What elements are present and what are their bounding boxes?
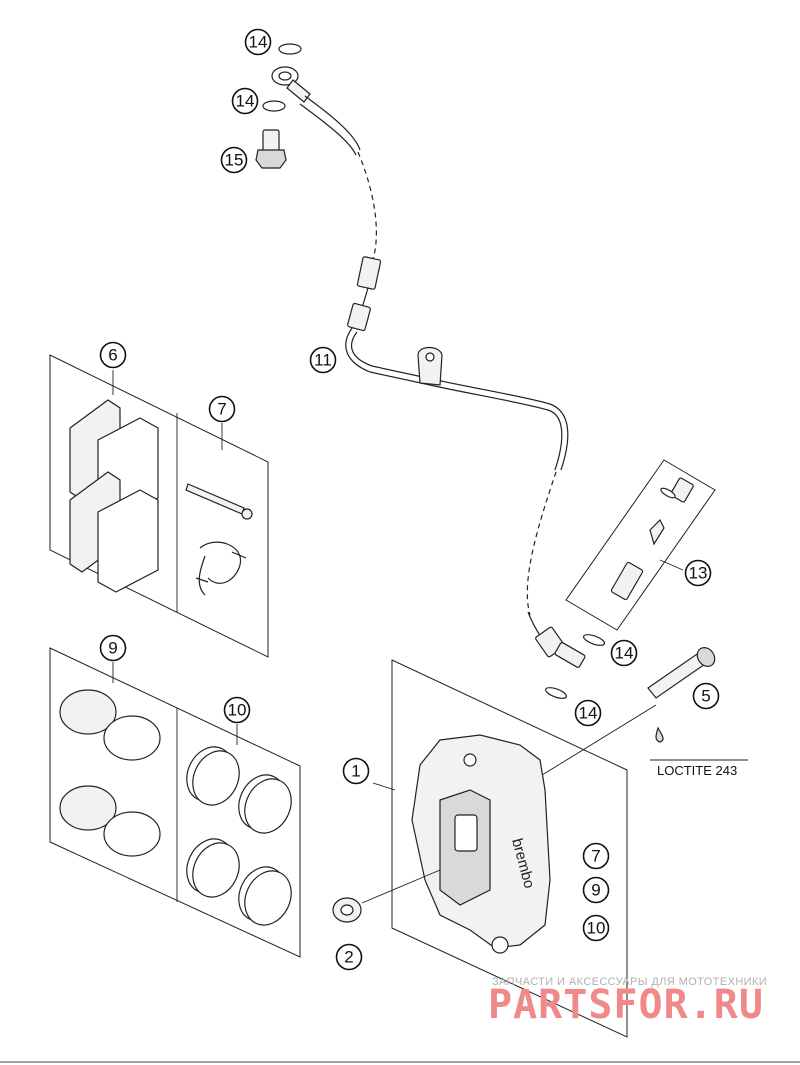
callout-9-pistons: 9 <box>99 634 127 662</box>
svg-text:2: 2 <box>344 948 353 967</box>
callout-14-lower-2: 14 <box>574 699 602 727</box>
loctite-drop-icon <box>655 726 664 743</box>
callout-15: 15 <box>220 146 248 174</box>
callout-9-caliper: 9 <box>582 876 610 904</box>
washer-lower-1 <box>582 634 606 646</box>
svg-text:14: 14 <box>236 92 255 111</box>
callout-1: 1 <box>342 757 370 785</box>
callout-2: 2 <box>335 943 363 971</box>
brake-pads-set <box>69 399 159 593</box>
callout-7-caliper: 7 <box>582 842 610 870</box>
svg-text:6: 6 <box>108 346 117 365</box>
brake-line <box>271 66 586 668</box>
loctite-label: LOCTITE 243 <box>650 759 748 778</box>
svg-text:14: 14 <box>579 704 598 723</box>
svg-text:7: 7 <box>217 400 226 419</box>
bleeder-valve-kit <box>610 477 694 601</box>
brake-caliper: brembo <box>332 734 551 954</box>
watermark-logo: PARTSFOR.RU <box>488 982 764 1028</box>
watermark: ЗАПЧАСТИ И АКСЕССУАРЫ ДЛЯ МОТОТЕХНИКИ PA… <box>488 976 767 1028</box>
callout-10-seals: 10 <box>223 696 251 724</box>
svg-text:9: 9 <box>108 639 117 658</box>
svg-text:14: 14 <box>615 644 634 663</box>
callout-11: 11 <box>309 346 337 374</box>
svg-text:7: 7 <box>591 847 600 866</box>
callout-6: 6 <box>99 341 127 369</box>
callout-10-caliper: 10 <box>582 914 610 942</box>
watermark-tagline: ЗАПЧАСТИ И АКСЕССУАРЫ ДЛЯ МОТОТЕХНИКИ <box>492 976 767 988</box>
svg-text:15: 15 <box>225 151 244 170</box>
caliper-bolt <box>533 647 716 781</box>
seal-rings <box>186 746 292 926</box>
bleeder-kit-panel <box>565 459 716 631</box>
svg-text:14: 14 <box>249 33 268 52</box>
svg-text:9: 9 <box>591 881 600 900</box>
callout-13: 13 <box>684 559 712 587</box>
svg-text:13: 13 <box>689 564 708 583</box>
callout-14-top: 14 <box>244 28 272 56</box>
callout-5: 5 <box>692 682 720 710</box>
pad-pin-and-spring <box>185 483 253 596</box>
washer-lower-2 <box>544 687 568 699</box>
svg-text:5: 5 <box>701 687 710 706</box>
callout-14-lower-1: 14 <box>610 639 638 667</box>
washer-top-2 <box>262 100 286 112</box>
svg-text:1: 1 <box>351 762 360 781</box>
callout-7-pin: 7 <box>208 395 236 423</box>
banjo-bolt <box>255 129 287 169</box>
callout-14-second: 14 <box>231 87 259 115</box>
svg-text:LOCTITE 243: LOCTITE 243 <box>657 763 737 778</box>
svg-text:10: 10 <box>228 701 247 720</box>
washer-top-1 <box>278 43 302 55</box>
svg-text:11: 11 <box>314 351 332 370</box>
pistons <box>59 689 161 857</box>
svg-text:10: 10 <box>587 919 606 938</box>
